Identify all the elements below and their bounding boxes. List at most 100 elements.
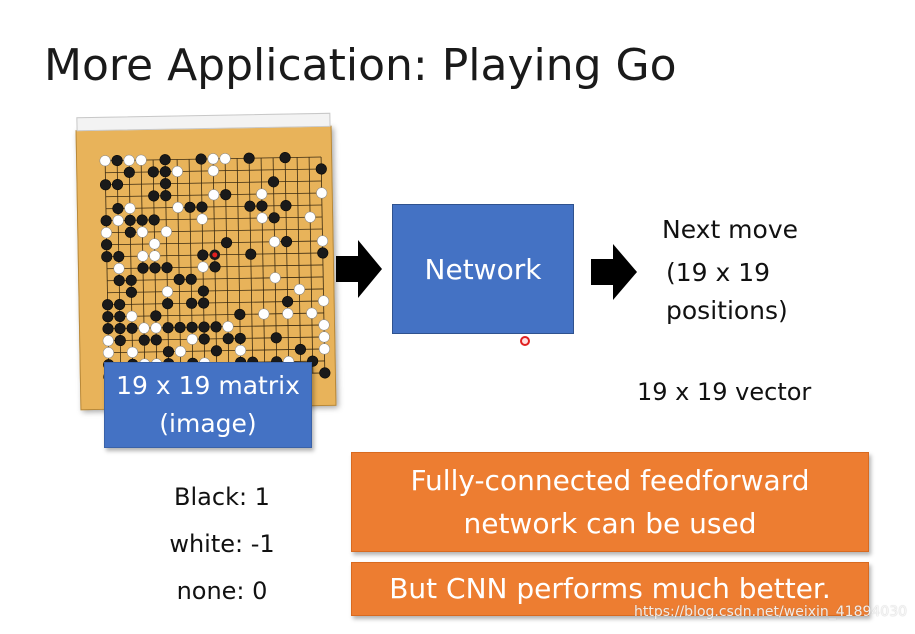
black-stone [174, 321, 186, 334]
positions-label: (19 x 19 positions) [666, 254, 788, 330]
black-stone [281, 236, 293, 248]
white-stone [126, 346, 139, 358]
black-stone [159, 178, 172, 190]
fully-connected-note: Fully-connected feedforward network can … [351, 452, 869, 552]
white-stone [149, 238, 161, 250]
black-stone [185, 273, 197, 285]
black-stone [138, 334, 150, 346]
black-stone [150, 334, 162, 346]
black-stone [245, 248, 257, 260]
black-stone [197, 249, 209, 261]
black-stone [317, 247, 329, 259]
black-stone [102, 311, 114, 323]
encoding-white: white: -1 [169, 530, 275, 558]
white-stone [269, 236, 281, 248]
black-stone [102, 299, 114, 311]
black-stone [114, 322, 126, 335]
black-stone [159, 166, 171, 178]
white-stone [306, 307, 318, 319]
go-board-image [75, 112, 337, 411]
white-stone [293, 283, 305, 295]
white-stone [222, 321, 234, 333]
black-stone [186, 297, 198, 309]
white-stone [207, 165, 219, 177]
black-stone [197, 285, 209, 297]
white-stone [269, 272, 281, 284]
right-arrow-icon [336, 240, 382, 298]
black-stone [125, 274, 137, 286]
black-stone [234, 332, 246, 344]
white-stone [316, 187, 328, 199]
black-stone [147, 166, 159, 178]
black-stone [209, 261, 221, 273]
white-stone [258, 308, 270, 320]
black-stone [173, 273, 185, 286]
fully-connected-note-line2: network can be used [463, 507, 757, 540]
watermark: https://blog.csdn.net/weixin_41894030 [634, 604, 908, 620]
encoding-none: none: 0 [176, 577, 268, 605]
pointer-dot [520, 336, 530, 346]
black-stone [234, 308, 246, 320]
black-stone [100, 215, 112, 227]
white-stone [174, 345, 187, 358]
white-stone [126, 310, 138, 322]
white-stone [102, 335, 114, 347]
white-stone [256, 188, 268, 200]
black-stone [99, 179, 112, 191]
white-stone [186, 333, 198, 345]
white-stone [161, 286, 173, 298]
vector-label: 19 x 19 vector [637, 378, 812, 406]
black-stone [243, 152, 255, 164]
encoding-list: Black: 1 white: -1 none: 0 [160, 474, 284, 615]
white-stone [316, 235, 329, 247]
black-stone [114, 334, 126, 347]
network-box: Network [392, 204, 574, 334]
black-stone [268, 212, 280, 224]
black-stone [198, 321, 210, 333]
slide-title: More Application: Playing Go [44, 40, 677, 91]
white-stone [197, 261, 209, 273]
black-stone [270, 332, 282, 344]
black-stone [101, 239, 113, 251]
black-stone [111, 178, 124, 191]
board-grid-line [296, 157, 302, 374]
white-stone [160, 226, 172, 238]
last-move-marker [212, 252, 218, 258]
encoding-black: Black: 1 [174, 483, 270, 511]
right-arrow-icon [591, 244, 637, 300]
black-stone [111, 154, 123, 167]
white-stone [318, 343, 330, 355]
black-stone [161, 262, 173, 274]
positions-line2: positions) [666, 296, 788, 325]
black-stone [221, 237, 233, 249]
black-stone [114, 298, 126, 311]
black-stone [113, 274, 125, 287]
black-stone [186, 321, 198, 333]
black-stone [150, 310, 162, 322]
black-stone [195, 153, 207, 165]
black-stone [124, 214, 136, 226]
black-stone [125, 286, 137, 298]
black-stone [319, 367, 331, 379]
white-stone [102, 347, 115, 359]
black-stone [126, 322, 138, 334]
cnn-note: But CNN performs much better. [351, 562, 869, 616]
white-stone [282, 308, 294, 320]
white-stone [149, 250, 161, 262]
black-stone [220, 189, 232, 201]
white-stone [137, 250, 149, 262]
white-stone [99, 155, 111, 167]
white-stone [112, 214, 124, 227]
black-stone [222, 333, 234, 345]
white-stone [318, 295, 330, 307]
black-stone [159, 154, 171, 166]
black-stone [244, 200, 256, 212]
black-stone [149, 262, 161, 274]
white-stone [124, 202, 136, 214]
go-board-icon [76, 126, 336, 410]
black-stone [160, 190, 172, 202]
black-stone [280, 200, 292, 212]
input-matrix-label: 19 x 19 matrix (image) [104, 362, 312, 448]
white-stone [234, 344, 246, 356]
